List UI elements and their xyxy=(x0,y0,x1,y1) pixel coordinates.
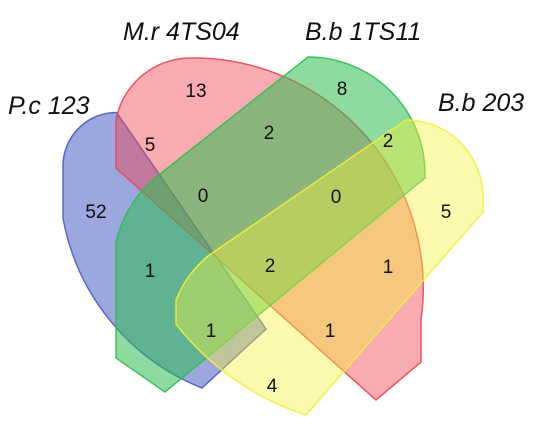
count-pc-bb203: 4 xyxy=(267,376,278,397)
count-pc-bb1: 1 xyxy=(145,261,156,282)
count-mr-only: 13 xyxy=(185,81,206,102)
count-mr-bb203: 1 xyxy=(383,257,394,278)
count-all-four: 2 xyxy=(265,256,276,277)
count-bb1-bb203: 2 xyxy=(383,131,394,152)
set-label-pc: P.c 123 xyxy=(8,92,90,120)
count-pc-mr: 5 xyxy=(145,135,156,156)
set-labels: P.c 123 M.r 4TS04 B.b 1TS11 B.b 203 xyxy=(8,18,524,120)
count-pc-mr-bb1: 0 xyxy=(198,186,209,207)
count-bb1-only: 8 xyxy=(337,79,348,100)
set-label-bb203: B.b 203 xyxy=(438,89,524,117)
region-counts: 52 13 8 5 5 2 2 1 1 0 0 2 1 1 4 xyxy=(85,79,451,397)
set-shape-bb203 xyxy=(175,119,484,416)
count-pc-mr-bb203: 1 xyxy=(325,321,336,342)
count-pc-only: 52 xyxy=(85,202,106,223)
count-mr-bb1: 2 xyxy=(264,123,275,144)
count-bb203-only: 5 xyxy=(441,202,452,223)
set-label-mr: M.r 4TS04 xyxy=(123,18,240,46)
count-mr-bb1-bb203: 0 xyxy=(331,187,342,208)
count-pc-bb1-bb203: 1 xyxy=(206,321,217,342)
set-shape-bb1 xyxy=(115,56,426,393)
set-shapes xyxy=(62,56,484,416)
set-label-bb1: B.b 1TS11 xyxy=(305,18,421,46)
